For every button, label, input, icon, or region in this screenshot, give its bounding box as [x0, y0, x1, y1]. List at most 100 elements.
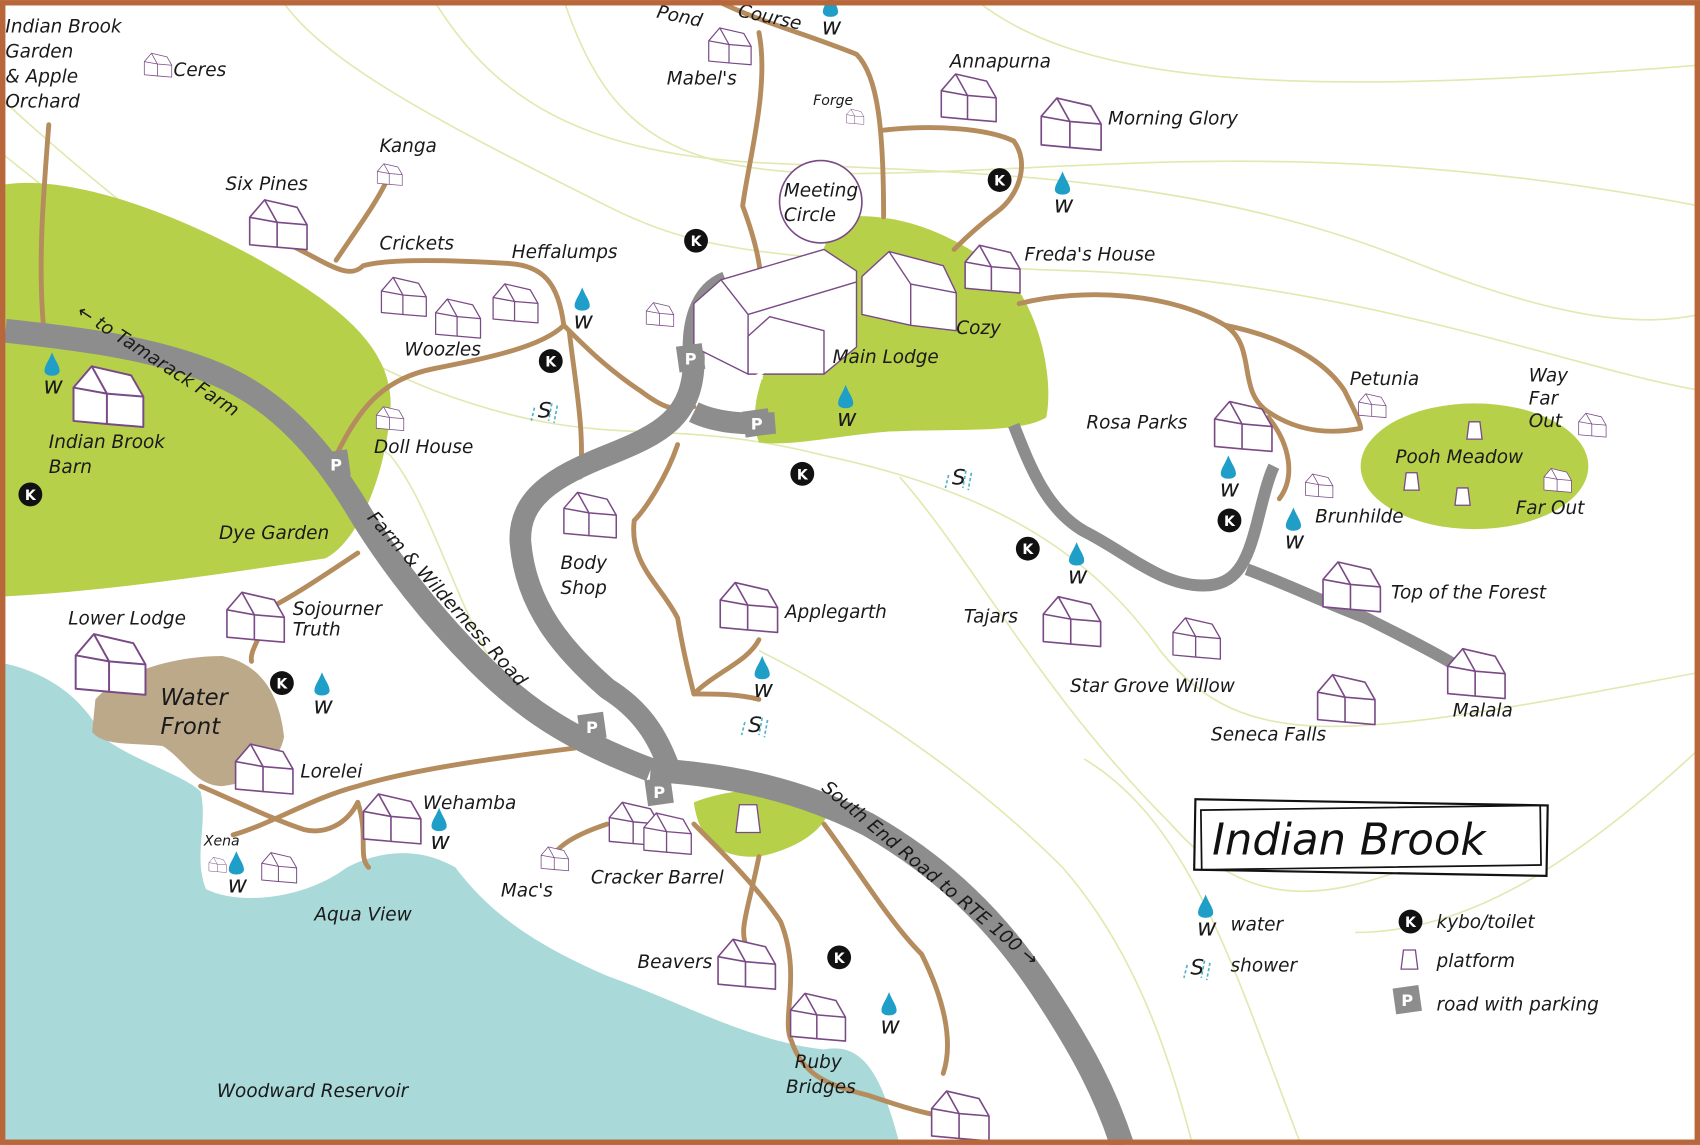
svg-text:w: w	[822, 13, 842, 41]
label-annapurna: Annapurna	[949, 51, 1051, 72]
label-cracker-barrel: Cracker Barrel	[591, 868, 725, 889]
label-aqua-view: Aqua View	[313, 905, 412, 926]
legend-parking-icon: P	[1392, 984, 1422, 1015]
parking-icon: P	[577, 711, 607, 742]
svg-text:w: w	[754, 675, 774, 703]
platform-icon	[1466, 421, 1483, 440]
kybo-toilet-icon: K	[790, 461, 815, 486]
legend-water-label: water	[1231, 914, 1285, 935]
svg-text:P: P	[685, 349, 697, 368]
rosa-parks-road	[1008, 422, 1280, 592]
water-tap-icon: w	[837, 384, 857, 432]
svg-text:K: K	[797, 467, 809, 483]
platform-icon	[1403, 472, 1420, 491]
water-tap-icon: w	[313, 672, 333, 719]
water-tap-icon: w	[430, 807, 450, 855]
water-tap-icon: w	[1220, 455, 1240, 503]
svg-text:w: w	[574, 307, 594, 335]
label-malala: Malala	[1453, 701, 1513, 722]
label-macs: Mac's	[501, 881, 553, 902]
legend-kybo-label: kybo/toilet	[1437, 912, 1536, 933]
label-pooh-meadow: Pooh Meadow	[1395, 447, 1524, 468]
water-tap-icon: w	[1068, 542, 1088, 589]
platform-icon	[735, 804, 761, 834]
water-tap-icon: w	[43, 352, 63, 400]
kybo-toilet-icon: K	[827, 945, 852, 970]
woodward-reservoir	[5, 663, 900, 1145]
label-tajars: Tajars	[964, 606, 1019, 627]
water-tap-icon: w	[1054, 171, 1074, 219]
kybo-toilet-icon: K	[538, 349, 563, 374]
svg-text:K: K	[1224, 514, 1236, 530]
label-woozles: Woozles	[404, 340, 481, 361]
label-reservoir: Woodward Reservoir	[217, 1081, 410, 1102]
tamarack-farm-road	[4, 318, 655, 781]
shower-icon: S	[944, 466, 973, 491]
label-dye-garden: Dye Garden	[219, 523, 329, 544]
legend-water-icon: w	[1197, 894, 1217, 942]
svg-text:w: w	[228, 870, 248, 898]
legend-shower-icon: S	[1183, 956, 1211, 981]
label-forge: Forge	[813, 93, 853, 109]
svg-text:w: w	[313, 691, 333, 719]
meeting-circle-ring	[778, 159, 863, 244]
legend-shower-label: shower	[1231, 955, 1299, 976]
label-kanga: Kanga	[379, 136, 436, 157]
svg-text:w: w	[837, 404, 857, 432]
label-far-out: Far Out	[1516, 498, 1585, 519]
svg-text:w: w	[1068, 561, 1088, 589]
svg-text:w: w	[1054, 191, 1074, 219]
svg-text:K: K	[691, 234, 703, 250]
label-morning-glory: Morning Glory	[1108, 109, 1239, 130]
svg-text:S: S	[1190, 956, 1204, 981]
svg-text:K: K	[276, 677, 288, 693]
kybo-toilet-icon: K	[987, 168, 1012, 192]
label-doll-house: Doll House	[374, 437, 473, 458]
label-six-pines: Six Pines	[226, 174, 309, 195]
water-tap-icon: w	[228, 851, 248, 898]
water-tap-icon: w	[880, 992, 900, 1039]
kybo-toilet-icon: K	[684, 228, 708, 253]
meadow-barn	[5, 182, 391, 597]
label-beavers: Beavers	[638, 952, 713, 973]
water-tap-icon: w	[754, 655, 774, 703]
svg-text:K: K	[1405, 915, 1417, 931]
water-tap-icon: w	[574, 287, 594, 335]
label-cozy: Cozy	[956, 318, 1002, 339]
trails	[38, 0, 1364, 1120]
svg-text:K: K	[25, 488, 37, 504]
label-wehamba: Wehamba	[423, 793, 516, 814]
label-brunhilde: Brunhilde	[1315, 507, 1404, 528]
label-lower-lodge: Lower Lodge	[68, 609, 186, 630]
svg-text:w: w	[1197, 914, 1217, 942]
svg-text:P: P	[653, 783, 665, 802]
label-top-forest: Top of the Forest	[1391, 583, 1547, 604]
label-main-lodge: Main Lodge	[833, 347, 939, 368]
label-seneca-falls: Seneca Falls	[1211, 725, 1326, 746]
label-crickets: Crickets	[379, 233, 454, 254]
legend: water shower kybo/toilet platform road w…	[1231, 912, 1599, 1015]
malala-road	[1244, 563, 1456, 669]
kybo-toilet-icon: K	[18, 482, 43, 507]
platform-icon	[1454, 487, 1471, 506]
water-tap-icon: w	[1285, 507, 1305, 555]
label-star-grove: Star Grove Willow	[1070, 676, 1236, 697]
parking-icon: P	[321, 449, 351, 479]
legend-platform-label: platform	[1436, 951, 1516, 972]
kybo-toilet-icon: K	[1015, 536, 1040, 561]
legend-platform-icon	[1400, 949, 1419, 970]
kybo-toilet-icon: K	[1217, 508, 1242, 533]
label-heffalumps: Heffalumps	[512, 242, 618, 263]
svg-text:P: P	[751, 414, 763, 433]
label-lorelei: Lorelei	[300, 761, 363, 782]
map-title-box: Indian Brook	[1193, 798, 1549, 877]
svg-text:w: w	[43, 372, 63, 400]
svg-text:w: w	[880, 1011, 900, 1039]
svg-text:P: P	[1401, 991, 1413, 1010]
label-xena: Xena	[203, 834, 240, 850]
